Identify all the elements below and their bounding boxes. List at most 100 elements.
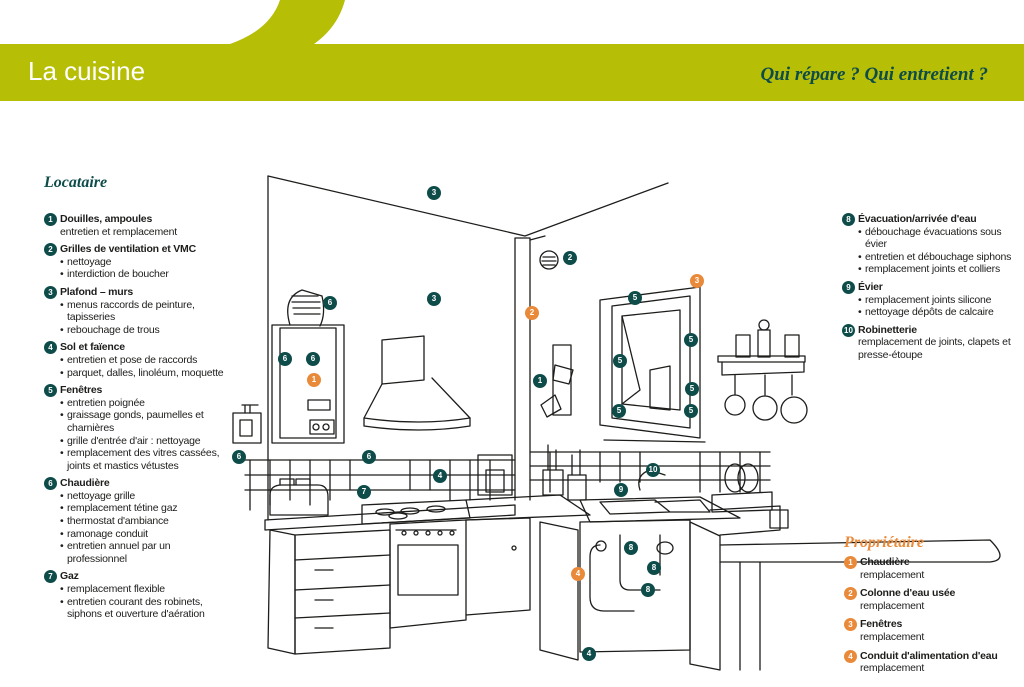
bullet: entretien annuel par un professionnel — [60, 540, 230, 565]
item-number: 10 — [842, 323, 855, 337]
marker-5: 5 — [613, 354, 627, 368]
bullet: remplacement tétine gaz — [60, 502, 230, 515]
item-title: Chaudière — [860, 556, 910, 568]
page-title: La cuisine — [28, 56, 146, 86]
bullet: interdiction de boucher — [60, 268, 230, 281]
item-title: Évier — [858, 280, 883, 293]
marker-4: 4 — [433, 469, 447, 483]
marker-owner-2: 2 — [525, 306, 539, 320]
item-subtitle: remplacement — [860, 599, 925, 612]
item-number: 1 — [844, 556, 857, 569]
item-number: 4 — [44, 341, 57, 355]
marker-1: 1 — [533, 374, 547, 388]
item-number: 5 — [44, 384, 57, 398]
marker-4: 4 — [582, 647, 596, 661]
item-subtitle: remplacement de joints, clapets et press… — [858, 336, 1011, 361]
item-subtitle: remplacement — [860, 630, 925, 643]
item-number: 2 — [44, 243, 57, 257]
item-subtitle: remplacement — [860, 662, 925, 675]
bullet: remplacement joints silicone — [858, 294, 1012, 307]
item-title: Gaz — [60, 570, 79, 583]
bullet: remplacement flexible — [60, 583, 230, 596]
marker-6: 6 — [278, 352, 292, 366]
bullet: remplacement joints et colliers — [858, 263, 1012, 276]
marker-8: 8 — [647, 561, 661, 575]
item-number: 6 — [44, 477, 57, 491]
item-number: 9 — [842, 280, 855, 294]
marker-owner-3: 3 — [690, 274, 704, 288]
list-item: 4 Sol et faïence entretien et pose de ra… — [44, 341, 230, 379]
header-banner: La cuisine Qui répare ? Qui entretient ? — [0, 44, 1024, 101]
bullet: menus raccords de peinture, tapisseries — [60, 299, 230, 324]
bullet: nettoyage grille — [60, 490, 230, 503]
item-subtitle: entretien et remplacement — [60, 225, 177, 238]
marker-5: 5 — [684, 333, 698, 347]
item-title: Robinetterie — [858, 323, 917, 336]
marker-3: 3 — [427, 186, 441, 200]
marker-5: 5 — [612, 404, 626, 418]
marker-6: 6 — [362, 450, 376, 464]
item-title: Colonne d'eau usée — [860, 587, 956, 600]
item-title: Fenêtres — [60, 384, 103, 397]
list-item: 2 Colonne d'eau usée remplacement — [844, 587, 1014, 612]
bullet: entretien poignée — [60, 397, 230, 410]
locataire-title: Locataire — [44, 174, 108, 191]
header-shape — [0, 0, 1024, 56]
marker-3: 3 — [427, 292, 441, 306]
locataire-list-continued: 8 Évacuation/arrivée d'eau débouchage év… — [842, 213, 1012, 367]
marker-owner-1: 1 — [307, 373, 321, 387]
bullet: thermostat d'ambiance — [60, 515, 230, 528]
list-item: 1 Chaudière remplacement — [844, 556, 1014, 581]
item-title: Chaudière — [60, 477, 110, 490]
list-item: 2 Grilles de ventilation et VMC nettoyag… — [44, 243, 230, 281]
item-title: Grilles de ventilation et VMC — [60, 243, 196, 256]
bullet: remplacement des vitres cassées, joints … — [60, 447, 230, 472]
marker-7: 7 — [357, 485, 371, 499]
bullet: débouchage évacuations sous évier — [858, 226, 1012, 251]
marker-6: 6 — [323, 296, 337, 310]
list-item: 6 Chaudière nettoyage grille remplacemen… — [44, 477, 230, 565]
item-title: Sol et faïence — [60, 341, 125, 354]
bullet: rebouchage de trous — [60, 324, 230, 337]
marker-8: 8 — [624, 541, 638, 555]
bullet: grille d'entrée d'air : nettoyage — [60, 435, 230, 448]
bullet: ramonage conduit — [60, 528, 230, 541]
list-item: 4 Conduit d'alimentation d'eau remplacem… — [844, 649, 1014, 675]
list-item: 9 Évier remplacement joints silicone net… — [842, 280, 1012, 319]
list-item: 7 Gaz remplacement flexible entretien co… — [44, 570, 230, 620]
bullet: entretien et pose de raccords — [60, 354, 230, 367]
proprietaire-title: Propriétaire — [844, 534, 924, 551]
item-title: Conduit d'alimentation d'eau — [860, 649, 998, 662]
list-item: 8 Évacuation/arrivée d'eau débouchage év… — [842, 213, 1012, 276]
bullet: entretien et débouchage siphons — [858, 251, 1012, 264]
marker-8: 8 — [641, 583, 655, 597]
locataire-list: 1 Douilles, ampoules entretien et rempla… — [44, 213, 230, 626]
page-subtitle: Qui répare ? Qui entretient ? — [760, 64, 988, 85]
marker-2: 2 — [563, 251, 577, 265]
bullet: graissage gonds, paumelles et charnières — [60, 409, 230, 434]
item-number: 8 — [842, 213, 855, 226]
item-number: 3 — [844, 618, 857, 632]
item-number: 1 — [44, 213, 57, 226]
marker-owner-4: 4 — [571, 567, 585, 581]
item-number: 7 — [44, 570, 57, 584]
item-title: Douilles, ampoules — [60, 213, 153, 225]
item-number: 4 — [844, 649, 857, 663]
marker-6: 6 — [306, 352, 320, 366]
list-item: 3 Fenêtres remplacement — [844, 618, 1014, 643]
list-item: 3 Plafond – murs menus raccords de peint… — [44, 285, 230, 337]
bullet: parquet, dalles, linoléum, moquette — [60, 367, 230, 380]
list-item: 1 Douilles, ampoules entretien et rempla… — [44, 213, 230, 238]
marker-6: 6 — [232, 450, 246, 464]
list-item: 5 Fenêtres entretien poignée graissage g… — [44, 384, 230, 472]
marker-9: 9 — [614, 483, 628, 497]
marker-5: 5 — [684, 404, 698, 418]
item-title: Fenêtres — [860, 618, 903, 631]
proprietaire-list: 1 Chaudière remplacement 2 Colonne d'eau… — [844, 556, 1014, 681]
marker-5: 5 — [685, 382, 699, 396]
item-title: Évacuation/arrivée d'eau — [858, 213, 977, 225]
bullet: entretien courant des robinets, siphons … — [60, 596, 230, 621]
bullet: nettoyage dépôts de calcaire — [858, 306, 1012, 319]
bullet: nettoyage — [60, 256, 230, 269]
